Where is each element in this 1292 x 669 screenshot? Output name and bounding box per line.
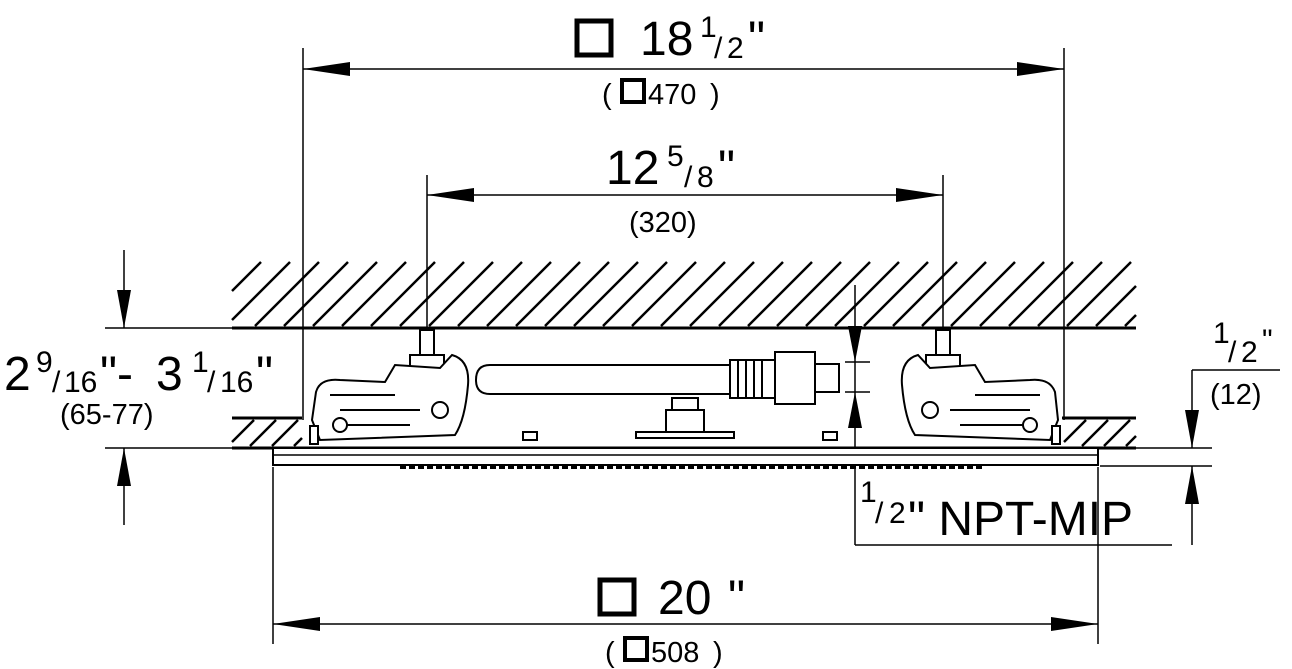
bracket-spacing-slash: /: [684, 161, 693, 194]
inlet-offset-den: 2: [1241, 336, 1258, 369]
connection-num: 1: [860, 476, 877, 509]
connection-text: " NPT-MIP: [908, 493, 1133, 546]
bracket-spacing-inch-mark: ": [718, 142, 735, 195]
inlet-offset-slash: /: [1228, 336, 1237, 369]
depth-a-den: 16: [64, 366, 97, 399]
connection-slash: /: [875, 497, 884, 530]
shower-head-inch: 20: [658, 572, 711, 625]
inlet-offset-mark: ": [1262, 324, 1273, 357]
shower-head-mm-value: 508: [651, 637, 699, 669]
outer-plate-inch-den: 2: [727, 32, 744, 65]
nozzle-row: [400, 465, 982, 469]
ceiling-depth-dimension: 2 9 / 16 "- 3 1 / 16 " (65-77): [4, 250, 273, 525]
shower-head-mm-close: ): [713, 637, 723, 669]
inlet-offset-mm: (12): [1210, 379, 1262, 411]
outer-plate-inch-num: 1: [700, 11, 717, 44]
shower-head-inch-mark: ": [728, 572, 745, 625]
connection-label: 1 / 2 " NPT-MIP: [845, 285, 1172, 546]
square-symbol-icon: [574, 18, 614, 58]
connection-den: 2: [889, 497, 906, 530]
depth-a-num: 9: [36, 346, 53, 379]
shower-head-dimension: 20 " ( 508 ): [272, 467, 1099, 669]
depth-a-whole: 2: [4, 348, 31, 401]
depth-b-whole: 3: [156, 348, 183, 401]
outer-plate-dimension: 18 1 / 2 " ( 470 ): [302, 11, 1065, 420]
outer-plate-inch-whole: 18: [640, 13, 693, 66]
outer-plate-mm-open: (: [602, 79, 612, 111]
shower-head-plate: [272, 447, 1099, 469]
depth-a-slash: /: [52, 366, 61, 399]
depth-b-num: 1: [192, 346, 209, 379]
outer-plate-mm-value: 470: [648, 79, 696, 111]
inlet-offset-num: 1: [1213, 317, 1230, 350]
bracket-spacing-inch-den: 8: [697, 161, 714, 194]
outer-plate-slash: /: [714, 32, 723, 65]
bracket-spacing-inch-whole: 12: [606, 142, 659, 195]
bracket-spacing-mm: (320): [629, 207, 697, 239]
outer-plate-inch-mark: ": [748, 13, 765, 66]
inlet-offset-dimension: 1 / 2 " (12): [1100, 317, 1280, 545]
depth-b-den: 16: [220, 366, 253, 399]
shower-head-mm-open: (: [605, 637, 615, 669]
depth-mark-dash: "-: [100, 348, 133, 401]
depth-b-slash: /: [207, 366, 216, 399]
bracket-spacing-dimension: 12 5 / 8 " (320): [426, 140, 944, 345]
outer-plate-mm-close: ): [710, 79, 720, 111]
mounting-hardware: [309, 329, 1061, 445]
square-symbol-icon: [597, 577, 637, 617]
ceiling-slab: [231, 261, 1137, 330]
square-symbol-small-icon: [620, 78, 646, 104]
square-symbol-small-icon: [623, 636, 649, 662]
bracket-spacing-inch-num: 5: [667, 140, 684, 173]
depth-b-mark: ": [256, 348, 273, 401]
depth-mm: (65-77): [60, 399, 154, 431]
